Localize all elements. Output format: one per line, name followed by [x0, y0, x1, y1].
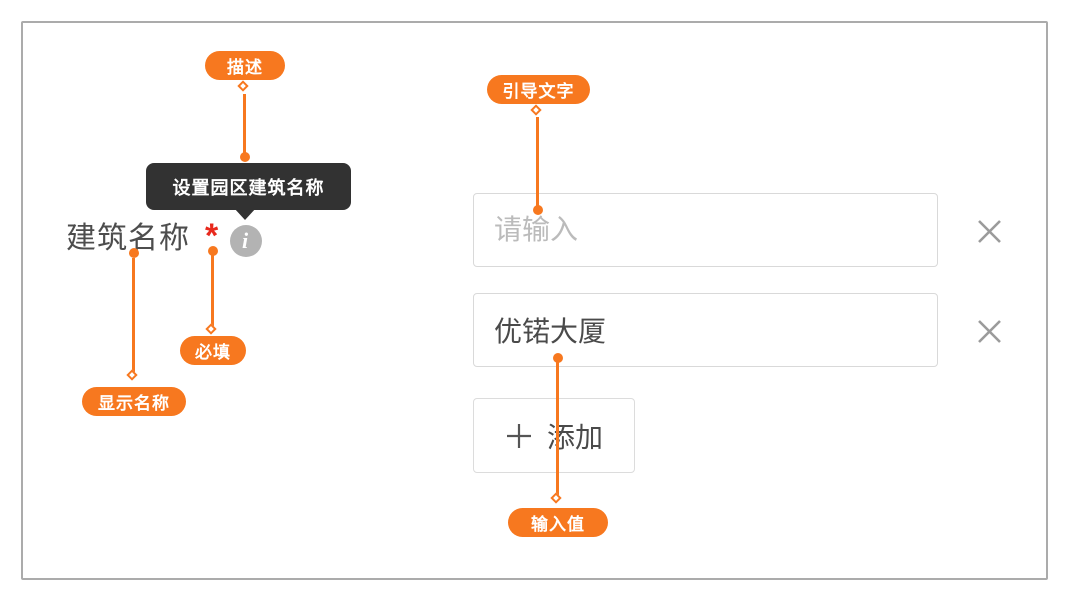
close-icon-glyph: [977, 319, 1001, 343]
connector-line: [211, 255, 214, 327]
connector-line: [556, 362, 559, 495]
close-icon-glyph: [977, 219, 1001, 243]
info-icon[interactable]: i: [230, 225, 262, 257]
connector-dot: [533, 205, 543, 215]
building-name-input-filled[interactable]: [473, 293, 938, 367]
annotation-badge-required: 必填: [180, 336, 246, 365]
connector-dot: [240, 152, 250, 162]
annotation-badge-guide-text: 引导文字: [487, 75, 590, 104]
connector-line: [536, 117, 539, 207]
tooltip-arrow-icon: [234, 208, 256, 220]
annotation-badge-input-value: 输入值: [508, 508, 608, 537]
connector-line: [243, 94, 246, 154]
connector-dot: [553, 353, 563, 363]
annotation-badge-description: 描述: [205, 51, 285, 80]
close-icon[interactable]: [973, 215, 1005, 247]
info-icon-glyph: i: [241, 228, 249, 253]
close-icon[interactable]: [973, 315, 1005, 347]
tooltip-text: 设置园区建筑名称: [172, 177, 325, 198]
building-name-input-empty[interactable]: [473, 193, 938, 267]
annotation-badge-display-name: 显示名称: [82, 387, 186, 416]
plus-icon: [506, 423, 531, 448]
connector-line: [132, 258, 135, 372]
required-asterisk: *: [205, 217, 219, 255]
connector-dot: [208, 246, 218, 256]
add-button[interactable]: 添加: [473, 398, 635, 473]
field-label: 建筑名称: [66, 222, 190, 255]
connector-dot: [129, 248, 139, 258]
tooltip: 设置园区建筑名称: [146, 163, 351, 220]
